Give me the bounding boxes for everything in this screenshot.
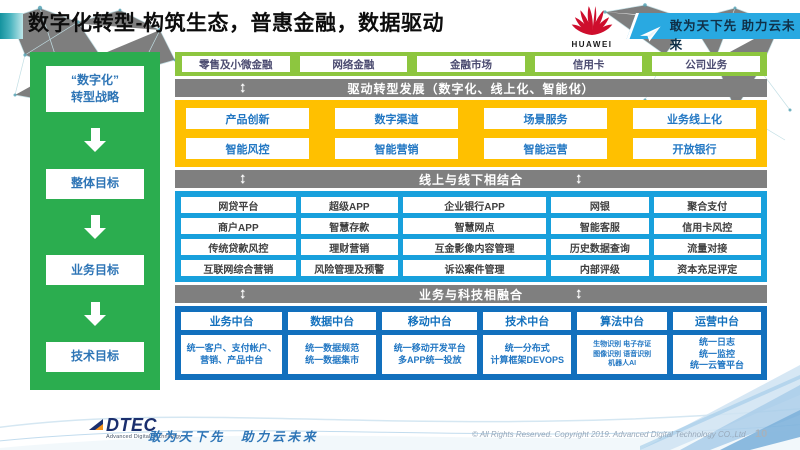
platform-box: 超级APP <box>300 197 398 213</box>
platform-box: 智慧网点 <box>402 218 547 234</box>
strategy-sidebar: “数字化” 转型战略 整体目标 业务目标 技术目标 <box>30 52 160 390</box>
updown-arrow-icon: ↕ <box>575 170 584 187</box>
down-arrow-icon <box>84 301 106 326</box>
sidebar-item-tech-goal: 技术目标 <box>46 341 144 372</box>
down-arrow-icon <box>84 214 106 239</box>
platform-box: 历史数据查询 <box>551 239 649 255</box>
platform-box: 网银 <box>551 197 649 213</box>
midplatform-title: 业务中台 <box>181 312 283 330</box>
platform-box: 理财营销 <box>300 239 398 255</box>
platform-box: 资本充足评定 <box>653 260 761 276</box>
midplatform-content: 统一日志 统一监控 统一云管平台 <box>672 335 761 374</box>
midplatform-content: 统一客户、支付帐户、营销、产品中台 <box>181 335 283 374</box>
platform-box: 智慧存款 <box>300 218 398 234</box>
midplatform-column-data: 数据中台 统一数据规范 统一数据集市 <box>288 312 377 374</box>
business-line-box: 网络金融 <box>299 56 408 72</box>
main-diagram: 零售及小微金融 网络金融 金融市场 信用卡 公司业务 ↕ 驱动转型发展（数字化、… <box>175 52 767 380</box>
title-accent-bar <box>0 13 23 39</box>
down-arrow-icon <box>84 128 106 153</box>
capability-box: 智能运营 <box>484 138 607 159</box>
huawei-wordmark: HUAWEI <box>571 40 613 49</box>
capability-box: 场景服务 <box>484 108 607 129</box>
platform-box: 商户APP <box>181 218 296 234</box>
copyright-text: © All Rights Reserved. Copyright 2019. A… <box>472 430 746 439</box>
capability-box: 数字渠道 <box>335 108 458 129</box>
sidebar-item-strategy: “数字化” 转型战略 <box>46 66 144 112</box>
banner-drive-transformation: ↕ 驱动转型发展（数字化、线上化、智能化） ↕ <box>175 79 767 97</box>
footer-slogan: 敢为天下先 助力云未来 <box>148 430 319 444</box>
platform-box: 智能客服 <box>551 218 649 234</box>
business-line-box: 金融市场 <box>417 56 525 72</box>
midplatforms-section: 业务中台 统一客户、支付帐户、营销、产品中台 数据中台 统一数据规范 统一数据集… <box>175 306 767 380</box>
midplatform-content: 生物识别 电子存证 图像识别 语音识别 机器人AI <box>577 335 667 374</box>
banner-text: 驱动转型发展（数字化、线上化、智能化） <box>347 81 595 96</box>
midplatform-column-algorithm: 算法中台 生物识别 电子存证 图像识别 语音识别 机器人AI <box>577 312 667 374</box>
banner-text: 业务与科技相融合 <box>418 287 523 302</box>
capability-box: 智能风控 <box>186 138 309 159</box>
platform-box: 传统贷款风控 <box>181 239 296 255</box>
capability-box: 产品创新 <box>186 108 309 129</box>
platform-box: 流量对接 <box>653 239 761 255</box>
midplatform-content: 统一移动开发平台 多APP统一投放 <box>382 335 478 374</box>
updown-arrow-icon: ↕ <box>575 285 584 302</box>
huawei-logo: HUAWEI <box>568 4 616 49</box>
platform-box: 聚合支付 <box>653 197 761 213</box>
platform-box: 信用卡风控 <box>653 218 761 234</box>
updown-arrow-icon: ↕ <box>239 79 248 96</box>
capability-box: 智能营销 <box>335 138 458 159</box>
huawei-flower-icon <box>571 6 613 35</box>
slogan-banner-text: 敢为天下先 助力云未来 <box>669 19 796 52</box>
platforms-section: 网贷平台 超级APP 企业银行APP 网银 聚合支付 商户APP 智慧存款 智慧… <box>175 191 767 282</box>
platform-box: 风险管理及预警 <box>300 260 398 276</box>
midplatform-content: 统一分布式 计算框架DEVOPS <box>483 335 572 374</box>
capabilities-section: 产品创新 数字渠道 场景服务 业务线上化 智能风控 智能营销 智能运营 开放银行 <box>175 100 767 167</box>
capability-box: 开放银行 <box>633 138 756 159</box>
midplatform-title: 算法中台 <box>577 312 667 330</box>
updown-arrow-icon: ↕ <box>239 170 248 187</box>
platform-box: 企业银行APP <box>402 197 547 213</box>
banner-text: 线上与线下相结合 <box>418 172 523 187</box>
banner-business-tech: ↕ 业务与科技相融合 ↕ <box>175 285 767 303</box>
business-line-box: 公司业务 <box>652 56 760 72</box>
midplatform-title: 移动中台 <box>382 312 478 330</box>
page-number: 10 <box>755 428 768 440</box>
adtec-logo-icon <box>89 419 103 430</box>
capability-box: 业务线上化 <box>633 108 756 129</box>
page-title: 数字化转型-构筑生态，普惠金融，数据驱动 <box>28 12 444 35</box>
sidebar-item-business-goal: 业务目标 <box>46 255 144 286</box>
platform-box: 诉讼案件管理 <box>402 260 547 276</box>
midplatform-title: 运营中台 <box>672 312 761 330</box>
platform-box: 内部评级 <box>551 260 649 276</box>
platform-box: 网贷平台 <box>181 197 296 213</box>
paper-plane-icon <box>640 26 661 42</box>
midplatform-column-tech: 技术中台 统一分布式 计算框架DEVOPS <box>483 312 572 374</box>
business-line-box: 信用卡 <box>534 56 643 72</box>
business-line-box: 零售及小微金融 <box>182 56 290 72</box>
updown-arrow-icon: ↕ <box>239 285 248 302</box>
midplatform-column-mobile: 移动中台 统一移动开发平台 多APP统一投放 <box>382 312 478 374</box>
midplatform-title: 数据中台 <box>288 312 377 330</box>
midplatform-column-operations: 运营中台 统一日志 统一监控 统一云管平台 <box>672 312 761 374</box>
platform-box: 互联网综合营销 <box>181 260 296 276</box>
banner-online-offline: ↕ 线上与线下相结合 ↕ <box>175 170 767 188</box>
business-lines-row: 零售及小微金融 网络金融 金融市场 信用卡 公司业务 <box>175 52 767 76</box>
sidebar-item-overall-goal: 整体目标 <box>46 168 144 199</box>
midplatform-content: 统一数据规范 统一数据集市 <box>288 335 377 374</box>
updown-arrow-icon: ↕ <box>575 79 584 96</box>
platform-box: 互金影像内容管理 <box>402 239 547 255</box>
midplatform-title: 技术中台 <box>483 312 572 330</box>
midplatform-column-business: 业务中台 统一客户、支付帐户、营销、产品中台 <box>181 312 283 374</box>
